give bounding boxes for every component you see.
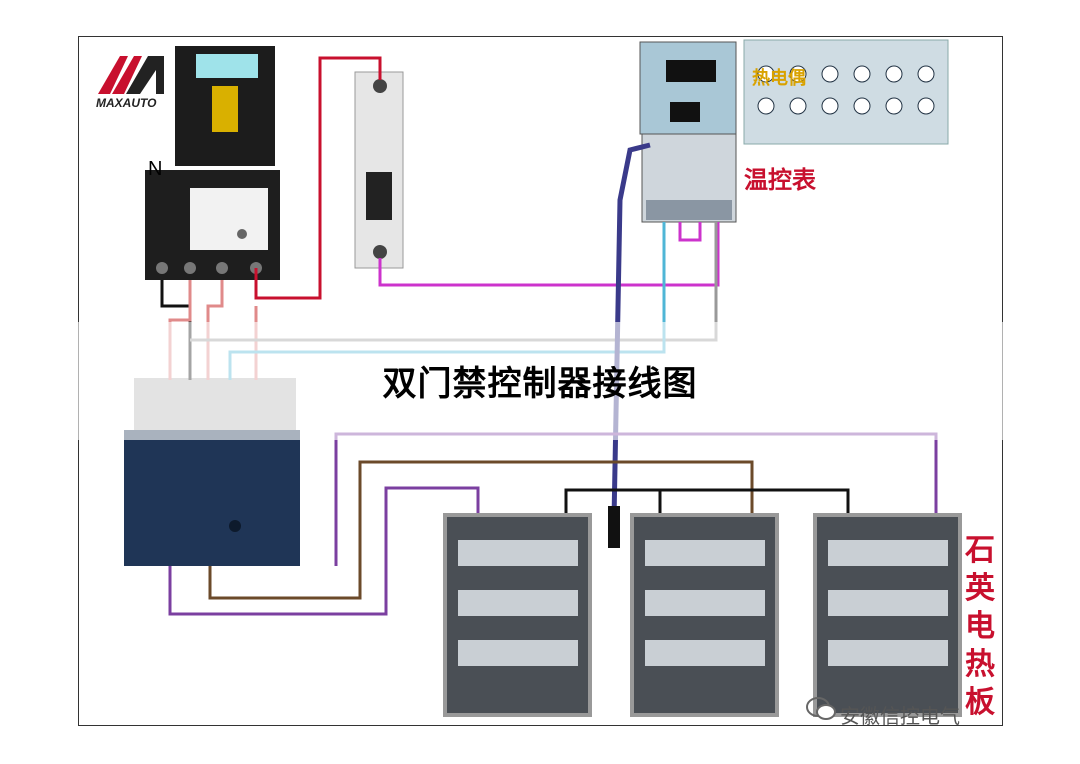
logo-text: MAXAUTO	[96, 96, 157, 110]
thermocouple-probe	[608, 506, 620, 548]
thermocouple-label: 热电偶	[752, 68, 806, 89]
temperature-controller	[639, 41, 737, 223]
wechat-icon	[806, 697, 836, 720]
neutral-label: N	[148, 158, 163, 180]
heater-panel-2	[630, 513, 779, 717]
diagram-title: 双门禁控制器接线图	[382, 364, 698, 404]
title-banner	[0, 322, 1080, 440]
heater-label: 石英电热板	[965, 533, 995, 720]
watermark: 安徽信控电气	[840, 704, 960, 728]
heater-panel-3	[813, 513, 962, 717]
temp-controller-label: 温控表	[744, 166, 816, 194]
maxauto-logo	[98, 56, 164, 94]
terminal-block	[743, 39, 949, 145]
main-breaker	[145, 46, 280, 280]
circuit-breaker	[354, 71, 404, 269]
heater-panel-1	[443, 513, 592, 717]
